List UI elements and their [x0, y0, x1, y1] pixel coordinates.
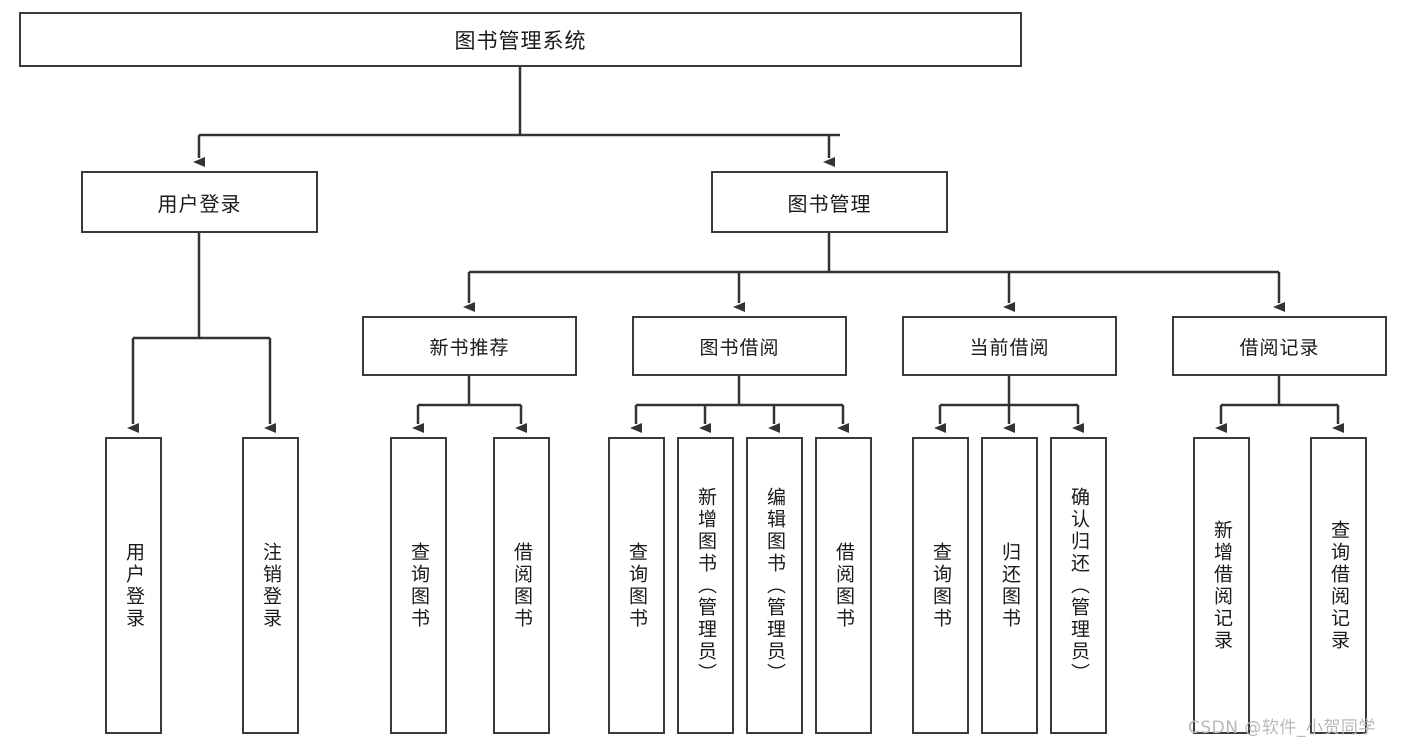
leaf-label: 借阅图书 — [511, 541, 533, 630]
leaf-label: 查询图书 — [930, 541, 952, 630]
leaf-current-query-book[interactable]: 查询图书 — [912, 437, 969, 734]
node-book-management-label: 图书管理 — [787, 191, 872, 216]
leaf-label: 新增图书（管理员） — [695, 486, 717, 685]
leaf-label: 借阅图书 — [833, 541, 855, 630]
leaf-label: 归还图书 — [999, 541, 1021, 630]
node-book-management[interactable]: 图书管理 — [711, 171, 948, 233]
node-book-borrow[interactable]: 图书借阅 — [632, 316, 847, 376]
leaf-borrow-query-book[interactable]: 查询图书 — [608, 437, 665, 734]
node-book-borrow-label: 图书借阅 — [699, 336, 780, 359]
leaf-label: 查询借阅记录 — [1328, 519, 1350, 652]
node-borrow-records[interactable]: 借阅记录 — [1172, 316, 1387, 376]
leaf-current-return-book[interactable]: 归还图书 — [981, 437, 1038, 734]
node-new-book-recommend[interactable]: 新书推荐 — [362, 316, 577, 376]
leaf-current-confirm-return[interactable]: 确认归还（管理员） — [1050, 437, 1107, 734]
leaf-label: 查询图书 — [626, 541, 648, 630]
node-user-login-label: 用户登录 — [157, 191, 242, 216]
leaf-borrow-borrow-book[interactable]: 借阅图书 — [815, 437, 872, 734]
leaf-user-login-login[interactable]: 用户登录 — [105, 437, 162, 734]
watermark: CSDN @软件_小贺同学 — [1188, 718, 1376, 738]
node-current-borrow[interactable]: 当前借阅 — [902, 316, 1117, 376]
leaf-records-add-record[interactable]: 新增借阅记录 — [1193, 437, 1250, 734]
leaf-records-query-record[interactable]: 查询借阅记录 — [1310, 437, 1367, 734]
leaf-new-book-borrow[interactable]: 借阅图书 — [493, 437, 550, 734]
node-root-label: 图书管理系统 — [454, 28, 587, 53]
node-borrow-records-label: 借阅记录 — [1239, 336, 1320, 359]
leaf-label: 注销登录 — [260, 541, 282, 630]
node-current-borrow-label: 当前借阅 — [969, 336, 1050, 359]
leaf-borrow-edit-book[interactable]: 编辑图书（管理员） — [746, 437, 803, 734]
node-root[interactable]: 图书管理系统 — [19, 12, 1022, 67]
leaf-label: 查询图书 — [408, 541, 430, 630]
node-new-book-recommend-label: 新书推荐 — [429, 336, 510, 359]
leaf-borrow-add-book[interactable]: 新增图书（管理员） — [677, 437, 734, 734]
node-user-login[interactable]: 用户登录 — [81, 171, 318, 233]
leaf-new-book-query[interactable]: 查询图书 — [390, 437, 447, 734]
leaf-label: 新增借阅记录 — [1211, 519, 1233, 652]
leaf-label: 确认归还（管理员） — [1068, 486, 1090, 685]
leaf-label: 编辑图书（管理员） — [764, 486, 786, 685]
leaf-user-login-logout[interactable]: 注销登录 — [242, 437, 299, 734]
leaf-label: 用户登录 — [123, 541, 145, 630]
